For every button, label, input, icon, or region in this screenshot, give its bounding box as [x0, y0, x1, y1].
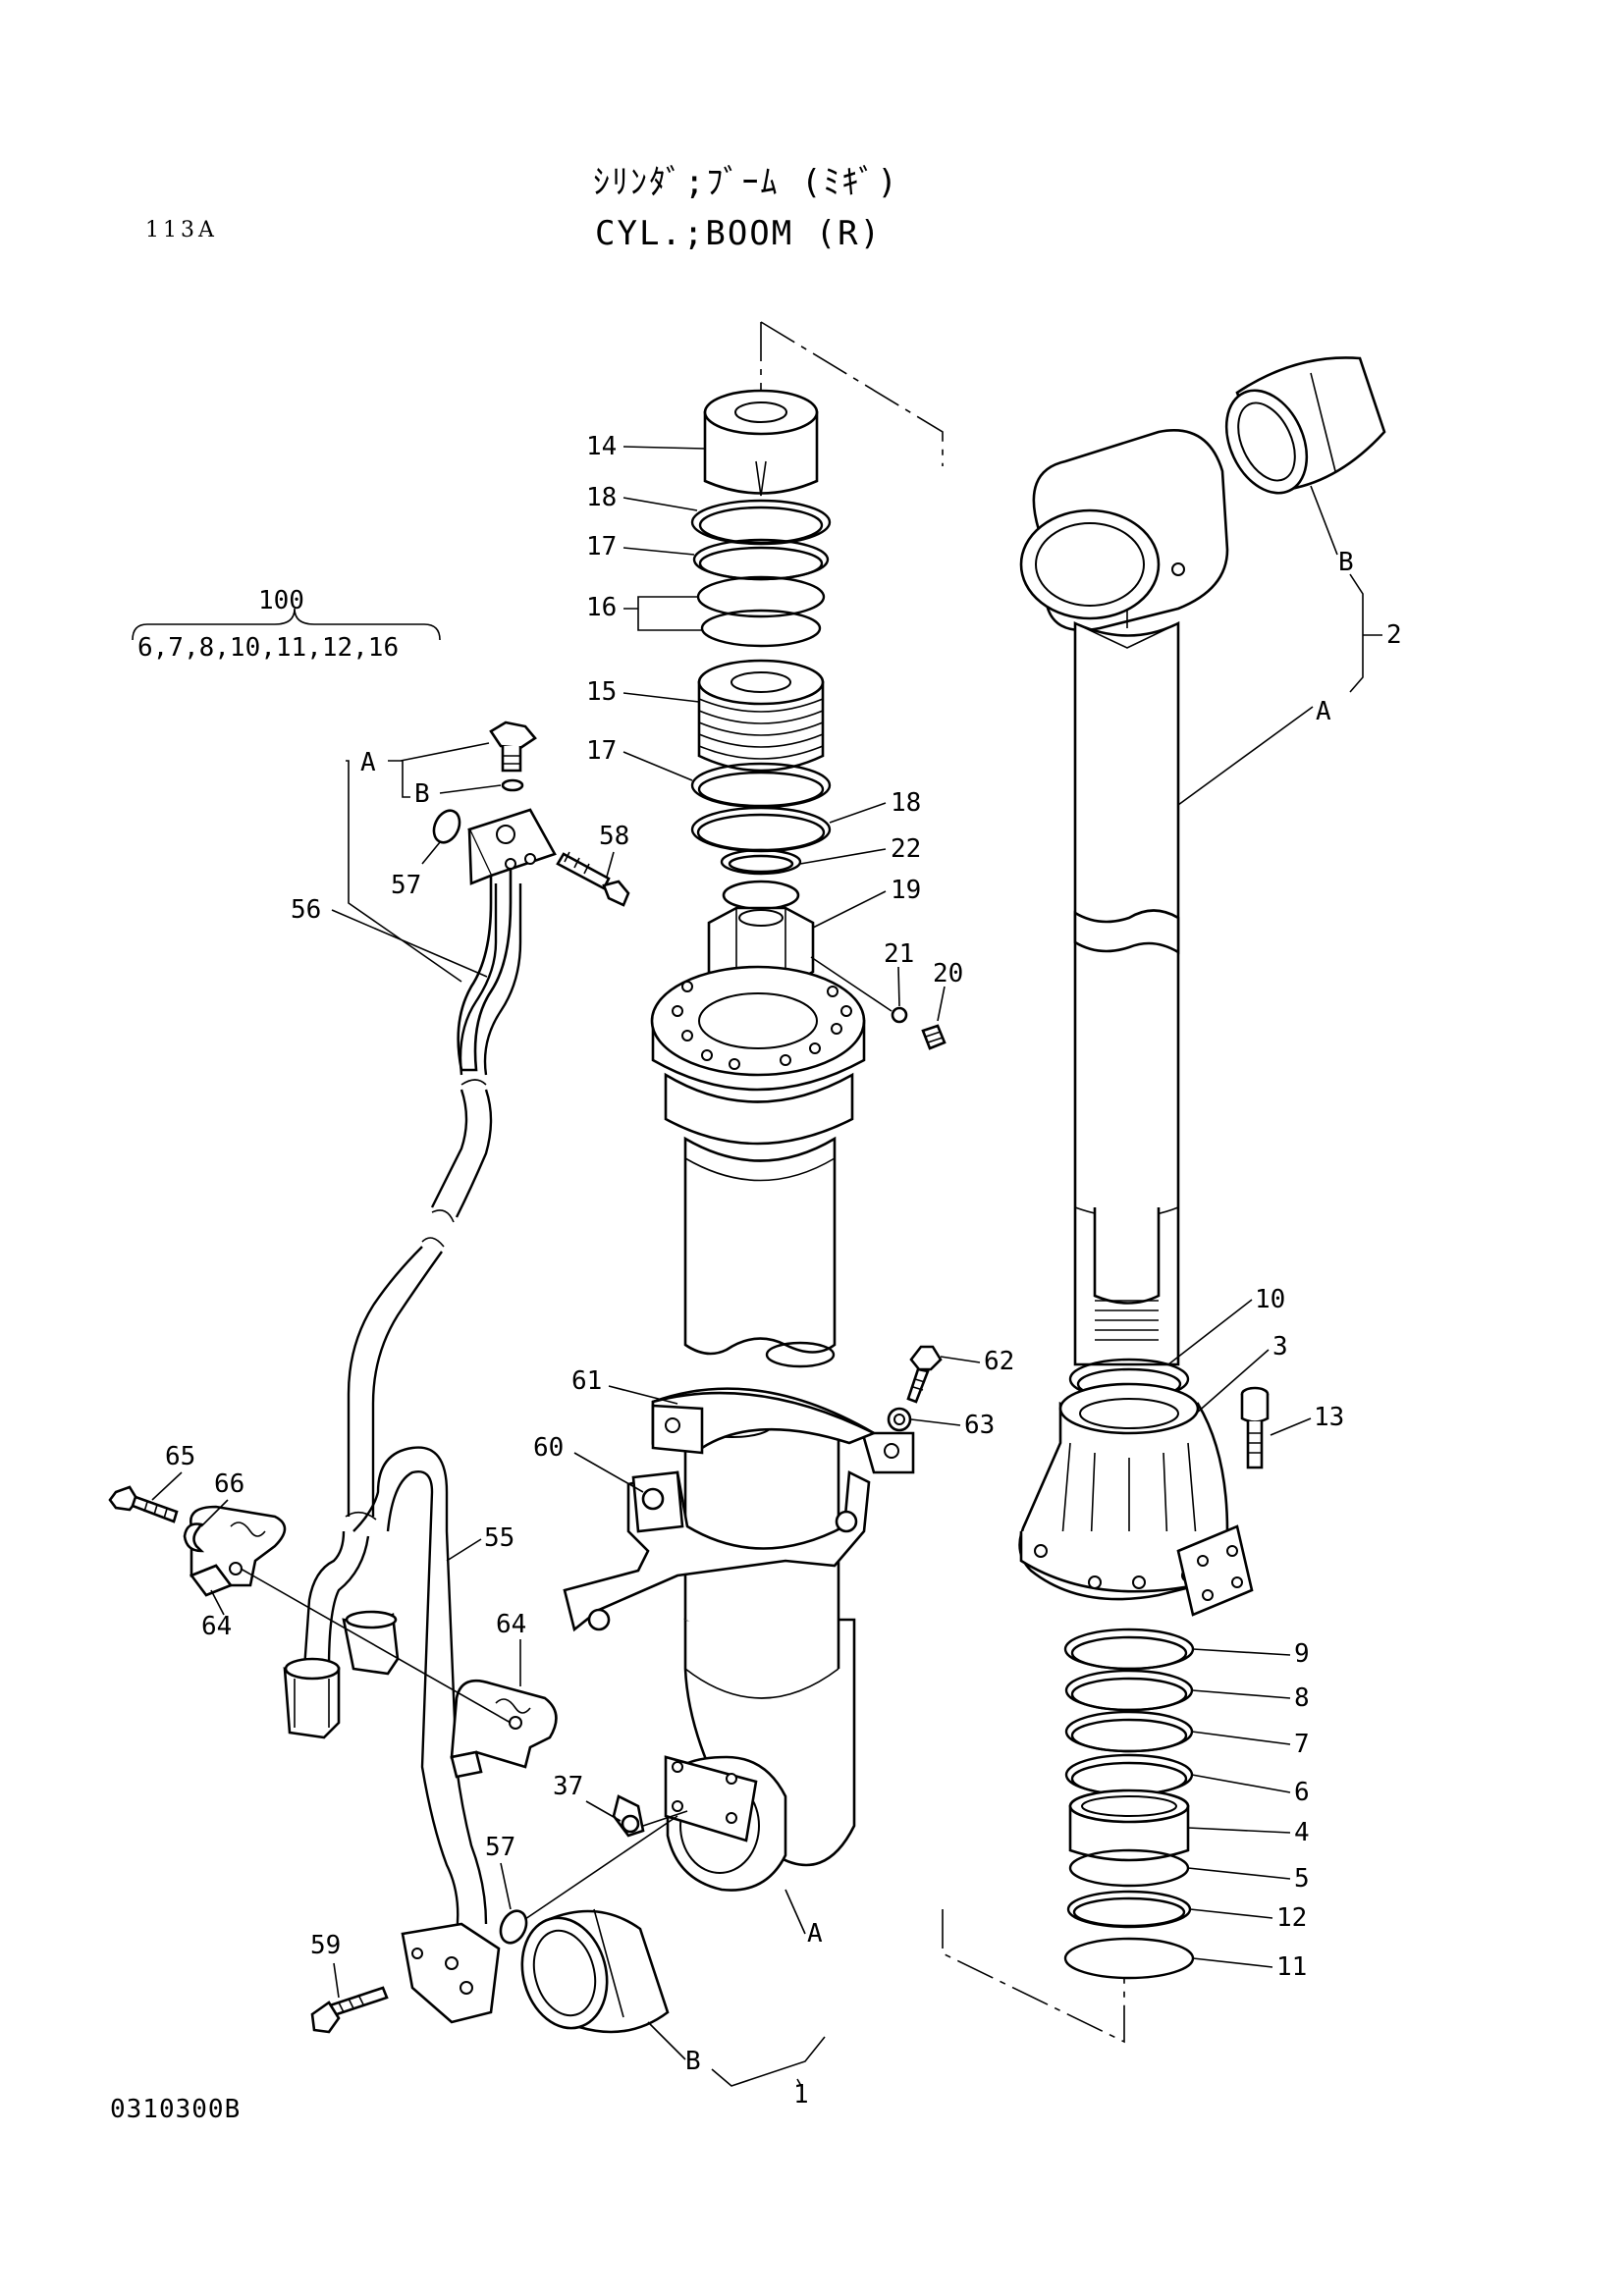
part-labels: 14 18 17 16 15 17 18 22 19 21 20 10 3 13… — [151, 432, 1402, 2109]
kit-contents: 6,7,8,10,11,12,16 — [137, 633, 399, 663]
part-11-o-ring — [1063, 1937, 1195, 1980]
label-rod-a: A — [1316, 697, 1331, 726]
label-part-3: 3 — [1272, 1332, 1288, 1362]
part-21-steel-ball — [891, 1006, 908, 1024]
label-part-15: 15 — [586, 677, 617, 707]
part-55-pipe — [283, 1446, 501, 2024]
part-63-washer — [887, 1407, 912, 1432]
label-part-66: 66 — [214, 1469, 244, 1499]
label-part-61: 61 — [571, 1366, 602, 1396]
diagram-title-japanese: ｼﾘﾝﾀﾞ;ﾌﾞｰﾑ (ﾐｷﾞ) — [593, 163, 899, 202]
label-part-57-upper: 57 — [391, 871, 421, 900]
part-14-cushion-ring — [703, 389, 819, 497]
kit-100-group: 100 6,7,8,10,11,12,16 — [132, 586, 441, 663]
part-56-washer-b — [501, 778, 524, 792]
part-58-bolt — [556, 851, 630, 907]
rod-seal-stack — [942, 1628, 1195, 2044]
part-18-lower-backup-ring — [690, 806, 832, 853]
part-37-grease-fitting — [612, 1794, 645, 1838]
label-part-9: 9 — [1294, 1639, 1310, 1669]
label-part-1: 1 — [793, 2080, 809, 2109]
part-18-backup-ring — [690, 499, 832, 546]
label-part-62: 62 — [984, 1347, 1014, 1376]
label-part-10: 10 — [1255, 1285, 1285, 1314]
label-part-56: 56 — [291, 895, 321, 925]
part-1-bushing-b — [520, 1908, 670, 2034]
diagram-title: CYL.;BOOM (R) — [595, 214, 883, 253]
part-1-cylinder-tube — [664, 1410, 856, 1892]
label-part-18-lower: 18 — [891, 788, 921, 818]
part-56-bolt-a — [489, 721, 537, 773]
label-part-55: 55 — [484, 1523, 514, 1553]
label-part-20: 20 — [933, 959, 963, 988]
part-22-o-ring — [720, 848, 802, 876]
label-part-8: 8 — [1294, 1683, 1310, 1713]
part-57-o-ring-lower — [499, 1909, 528, 1945]
label-part-5: 5 — [1294, 1864, 1310, 1894]
rod-seal-axis — [942, 1909, 1125, 2044]
label-tube-a: A — [807, 1919, 823, 1949]
label-pipe-a: A — [360, 748, 376, 777]
label-part-21: 21 — [884, 939, 914, 969]
part-66-washer — [183, 1522, 205, 1553]
label-part-6: 6 — [1294, 1778, 1310, 1807]
label-pipe-b: B — [414, 779, 430, 809]
part-2-bushing-b — [1224, 356, 1386, 495]
part-15-piston — [697, 659, 825, 773]
label-part-11: 11 — [1276, 1952, 1307, 1982]
part-2-piston-rod — [1019, 429, 1229, 1366]
label-part-7: 7 — [1294, 1730, 1310, 1759]
label-part-22: 22 — [891, 834, 921, 864]
label-part-4: 4 — [1294, 1818, 1310, 1847]
pipe-clamp-assembly — [563, 1345, 943, 1632]
part-62-bolt — [906, 1345, 943, 1404]
part-37-axis — [642, 1810, 688, 1827]
label-part-57-lower: 57 — [485, 1833, 515, 1862]
part-64-clamp-right — [450, 1679, 558, 1779]
label-tube-b: B — [685, 2047, 701, 2076]
part-21-axis — [810, 956, 893, 1012]
page-code: 113A — [145, 218, 218, 242]
label-part-58: 58 — [599, 822, 629, 851]
label-part-65: 65 — [165, 1442, 195, 1471]
kit-number: 100 — [258, 586, 304, 615]
label-part-64-left: 64 — [201, 1612, 232, 1641]
part-64-clamp-left — [189, 1505, 287, 1597]
label-part-12: 12 — [1276, 1903, 1307, 1933]
label-part-16: 16 — [586, 593, 617, 622]
part-56-pipe — [347, 808, 557, 1502]
label-rod-b: B — [1338, 548, 1354, 577]
part-57-lower-axis — [524, 1815, 678, 1920]
label-part-13: 13 — [1314, 1403, 1344, 1432]
label-part-63: 63 — [964, 1411, 995, 1440]
part-16-seal-ring — [696, 575, 826, 648]
kit-brace — [132, 608, 441, 641]
part-19-nut — [707, 880, 815, 988]
label-part-14: 14 — [586, 432, 617, 461]
label-part-60: 60 — [533, 1433, 564, 1463]
label-part-18: 18 — [586, 483, 617, 512]
part-57-o-ring-upper — [432, 809, 461, 844]
part-3-cylinder-head — [1018, 1358, 1254, 1617]
label-part-17-lower: 17 — [586, 736, 617, 766]
label-part-59: 59 — [310, 1931, 341, 1960]
part-59-bolt — [310, 1986, 389, 2034]
label-part-37: 37 — [553, 1772, 583, 1801]
part-13-socket-bolt — [1240, 1386, 1270, 1469]
label-part-17: 17 — [586, 532, 617, 561]
part-17-wear-ring — [692, 538, 830, 581]
cylinder-assembly — [520, 321, 947, 2034]
part-20-plug — [921, 1024, 947, 1050]
label-part-2: 2 — [1386, 620, 1402, 650]
part-65-bolt — [108, 1485, 179, 1523]
part-cylinder-head-flange — [650, 965, 866, 1368]
label-part-64-right: 64 — [496, 1610, 526, 1639]
drawing-number: 0310300B — [110, 2095, 242, 2124]
clamp-axis — [240, 1568, 512, 1724]
label-part-19: 19 — [891, 876, 921, 905]
